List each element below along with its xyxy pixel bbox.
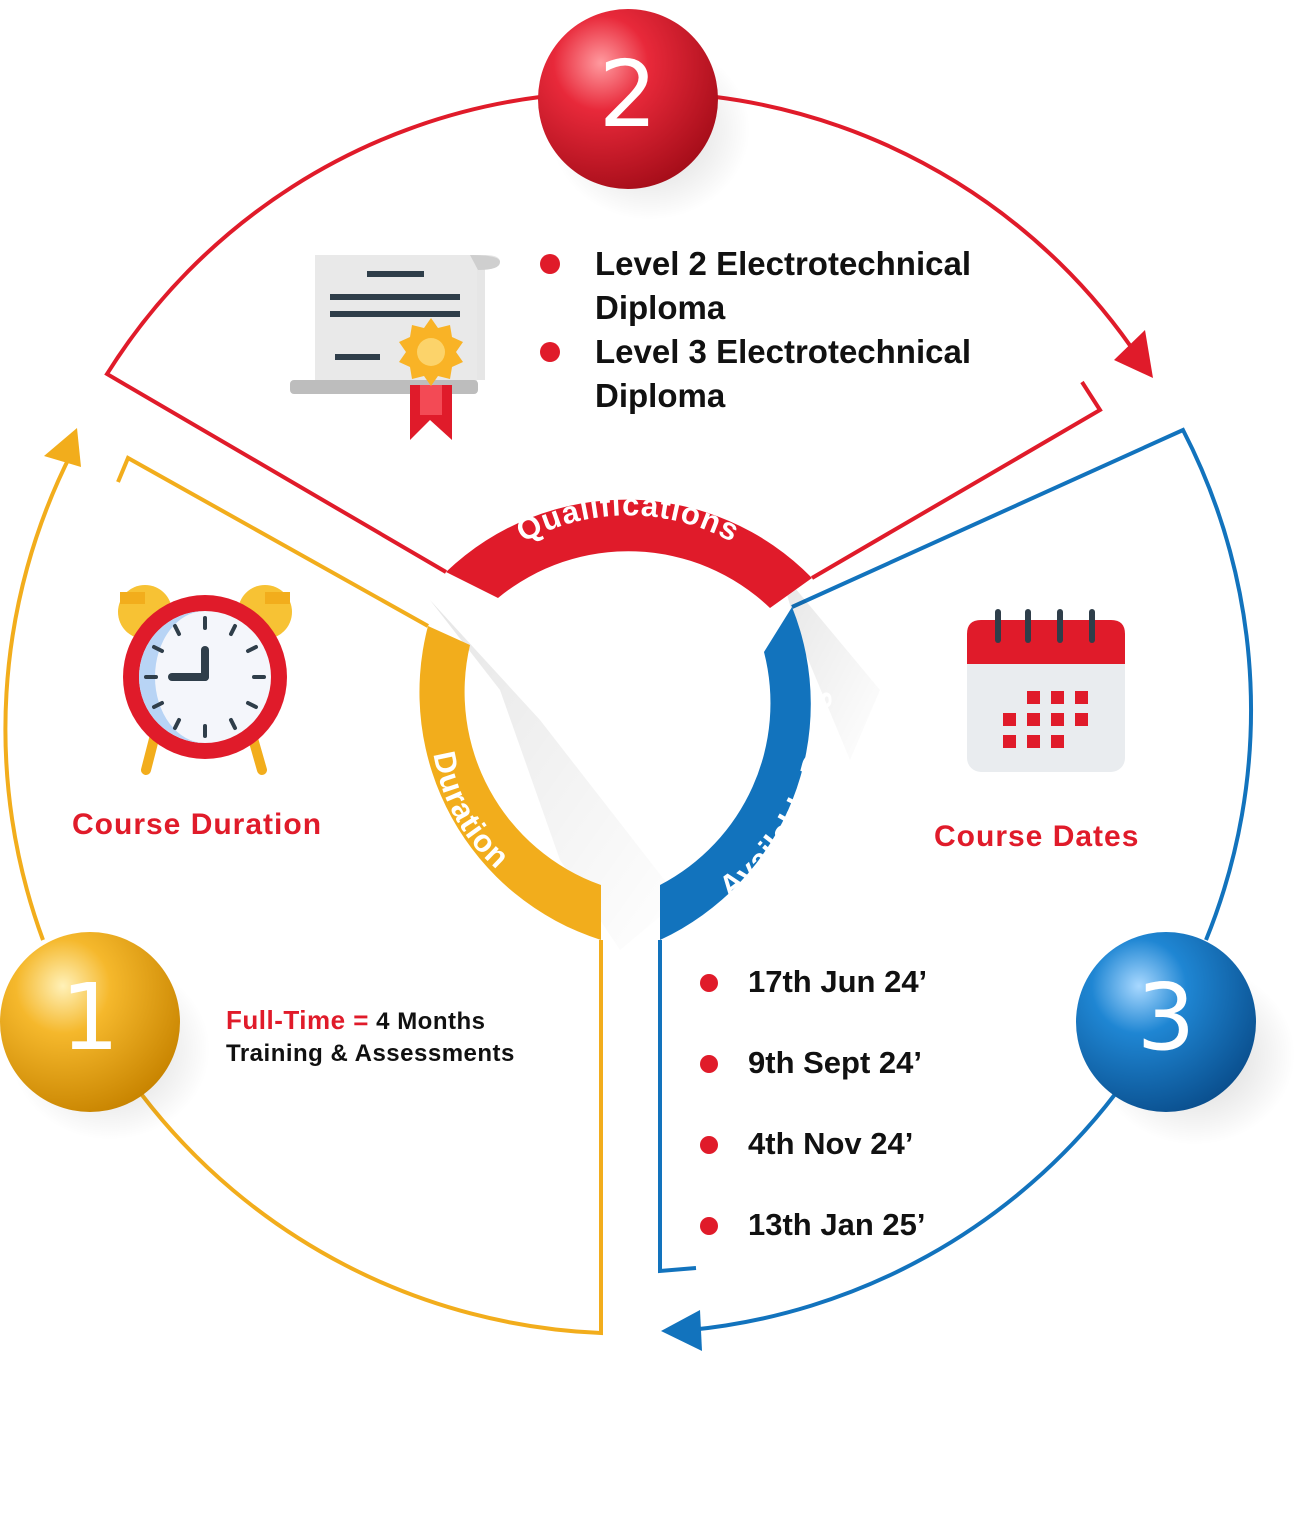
dates-ring-segment [660,607,811,940]
calendar-icon [967,609,1125,772]
duration-detail: Training & Assessments [226,1040,515,1067]
bullet-dot [700,1055,718,1073]
bullet-dot [540,342,560,362]
dates-outline [658,427,1253,1332]
date-item: 9th Sept 24’ [700,1043,927,1124]
qualifications-ring-segment [446,499,812,608]
fulltime-value: 4 Months [376,1008,486,1035]
step-2-number: 2 [598,41,658,148]
bullet-dot [540,254,560,274]
bullet-dot [700,1217,718,1235]
blue-arrowhead [661,1310,702,1351]
step-2-ball [538,9,718,189]
step-1-number: 1 [60,964,120,1071]
duration-ring-segment [419,626,601,940]
yellow-arrowhead [44,428,81,467]
qualification-item: Level 2 Electrotechnical Diploma [540,242,1025,330]
fulltime-label: Full-Time = [226,1005,369,1035]
certificate-icon [290,255,500,440]
date-item: 17th Jun 24’ [700,962,927,1043]
qualifications-list: Level 2 Electrotechnical Diploma Level 3… [540,242,1025,418]
red-arrowhead [1114,330,1153,378]
bullet-dot [700,974,718,992]
date-item: 13th Jan 25’ [700,1205,927,1286]
course-duration-heading: Course Duration [72,808,323,841]
fulltime-line: Full-Time = 4 Months [226,1005,486,1036]
bullet-dot [700,1136,718,1154]
qualification-item: Level 3 Electrotechnical Diploma [540,330,1025,418]
step-3-number: 3 [1136,964,1196,1071]
duration-outline [3,451,603,1336]
step-3-ball [1076,932,1256,1112]
alarm-clock-icon [118,585,292,775]
date-item: 4th Nov 24’ [700,1124,927,1205]
dates-list: 17th Jun 24’ 9th Sept 24’ 4th Nov 24’ 13… [700,962,927,1286]
course-dates-heading: Course Dates [934,820,1140,853]
step-1-ball [0,932,180,1112]
qualifications-outline [104,95,1142,580]
